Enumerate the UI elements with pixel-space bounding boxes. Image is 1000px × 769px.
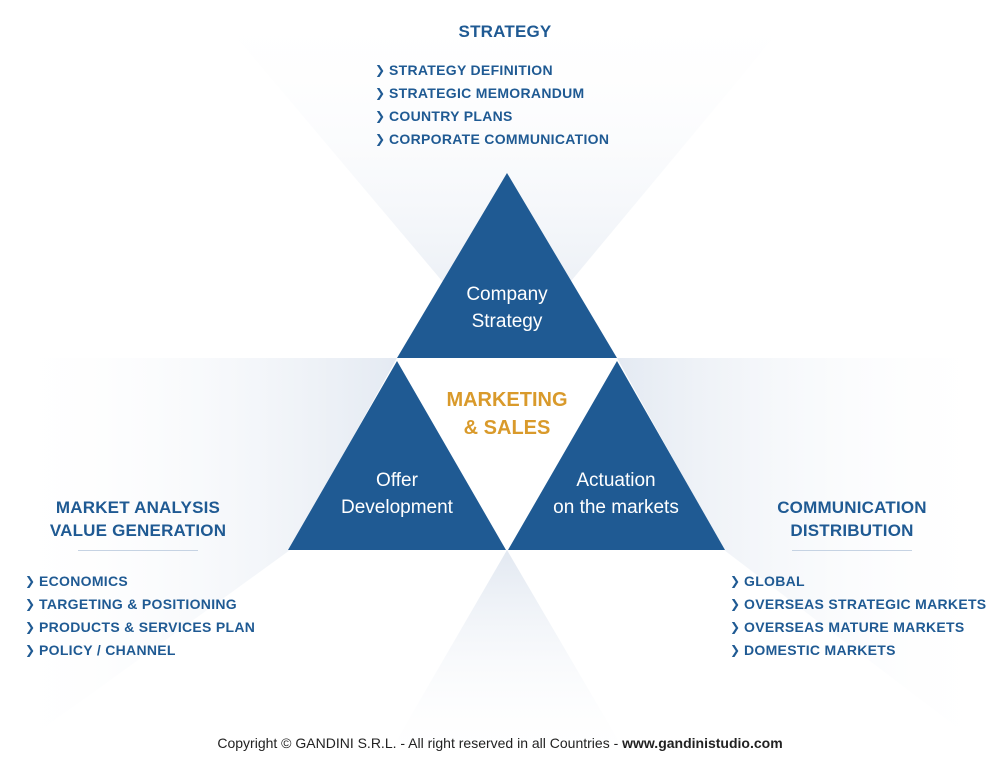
chevron-right-icon: ❯ — [375, 86, 386, 100]
list-item: ❯TARGETING & POSITIONING — [25, 593, 255, 616]
chevron-right-icon: ❯ — [375, 63, 386, 77]
list-item: ❯COUNTRY PLANS — [375, 105, 609, 128]
offer-development-line1: Offer — [376, 470, 418, 491]
chevron-right-icon: ❯ — [730, 574, 741, 588]
triangle-offer-development — [288, 361, 506, 550]
list-item: ❯OVERSEAS STRATEGIC MARKETS — [730, 593, 986, 616]
market-analysis-list: ❯ECONOMICS ❯TARGETING & POSITIONING ❯PRO… — [25, 570, 255, 662]
list-item: ❯GLOBAL — [730, 570, 986, 593]
triangle-company-strategy — [397, 173, 617, 358]
center-triangle — [399, 360, 615, 548]
market-analysis-title-line2: VALUE GENERATION — [49, 521, 227, 540]
bottom-fan — [380, 550, 635, 769]
list-item: ❯DOMESTIC MARKETS — [730, 639, 986, 662]
chevron-right-icon: ❯ — [375, 132, 386, 146]
list-item: ❯ECONOMICS — [25, 570, 255, 593]
chevron-right-icon: ❯ — [25, 620, 36, 634]
chevron-right-icon: ❯ — [375, 109, 386, 123]
communication-title: COMMUNICATION DISTRIBUTION — [742, 496, 962, 542]
triangle-actuation — [508, 361, 725, 550]
strategy-list: ❯STRATEGY DEFINITION ❯STRATEGIC MEMORAND… — [375, 59, 609, 151]
offer-development-line2: Development — [341, 497, 453, 518]
list-item: ❯PRODUCTS & SERVICES PLAN — [25, 616, 255, 639]
marketing-sales-line1: MARKETING — [446, 389, 568, 411]
market-analysis-underline — [78, 550, 198, 551]
website-link[interactable]: www.gandinistudio.com — [622, 735, 783, 751]
company-strategy-line2: Strategy — [471, 311, 543, 332]
chevron-right-icon: ❯ — [25, 597, 36, 611]
list-item: ❯OVERSEAS MATURE MARKETS — [730, 616, 986, 639]
communication-title-line2: DISTRIBUTION — [790, 521, 914, 540]
communication-title-line1: COMMUNICATION — [777, 498, 927, 517]
actuation-line2: on the markets — [553, 497, 679, 518]
footer-copyright: Copyright © GANDINI S.R.L. - All right r… — [0, 735, 1000, 751]
actuation-line1: Actuation — [576, 470, 656, 491]
list-item: ❯POLICY / CHANNEL — [25, 639, 255, 662]
marketing-sales-label: MARKETING & SALES — [417, 386, 597, 442]
right-fan — [617, 358, 1000, 760]
chevron-right-icon: ❯ — [730, 597, 741, 611]
strategy-title: STRATEGY — [458, 22, 552, 41]
company-strategy-line1: Company — [466, 284, 548, 305]
offer-development-label: Offer Development — [317, 467, 477, 521]
chevron-right-icon: ❯ — [730, 620, 741, 634]
actuation-label: Actuation on the markets — [526, 467, 706, 521]
marketing-sales-line2: & SALES — [463, 417, 551, 439]
copyright-text: Copyright © GANDINI S.R.L. - All right r… — [217, 735, 623, 751]
market-analysis-title: MARKET ANALYSIS VALUE GENERATION — [28, 496, 248, 542]
company-strategy-label: Company Strategy — [427, 281, 587, 335]
chevron-right-icon: ❯ — [25, 643, 36, 657]
communication-underline — [792, 550, 912, 551]
chevron-right-icon: ❯ — [730, 643, 741, 657]
market-analysis-title-line1: MARKET ANALYSIS — [55, 498, 221, 517]
left-fan — [0, 358, 397, 760]
list-item: ❯STRATEGY DEFINITION — [375, 59, 609, 82]
list-item: ❯STRATEGIC MEMORANDUM — [375, 82, 609, 105]
communication-list: ❯GLOBAL ❯OVERSEAS STRATEGIC MARKETS ❯OVE… — [730, 570, 986, 662]
chevron-right-icon: ❯ — [25, 574, 36, 588]
list-item: ❯CORPORATE COMMUNICATION — [375, 128, 609, 151]
